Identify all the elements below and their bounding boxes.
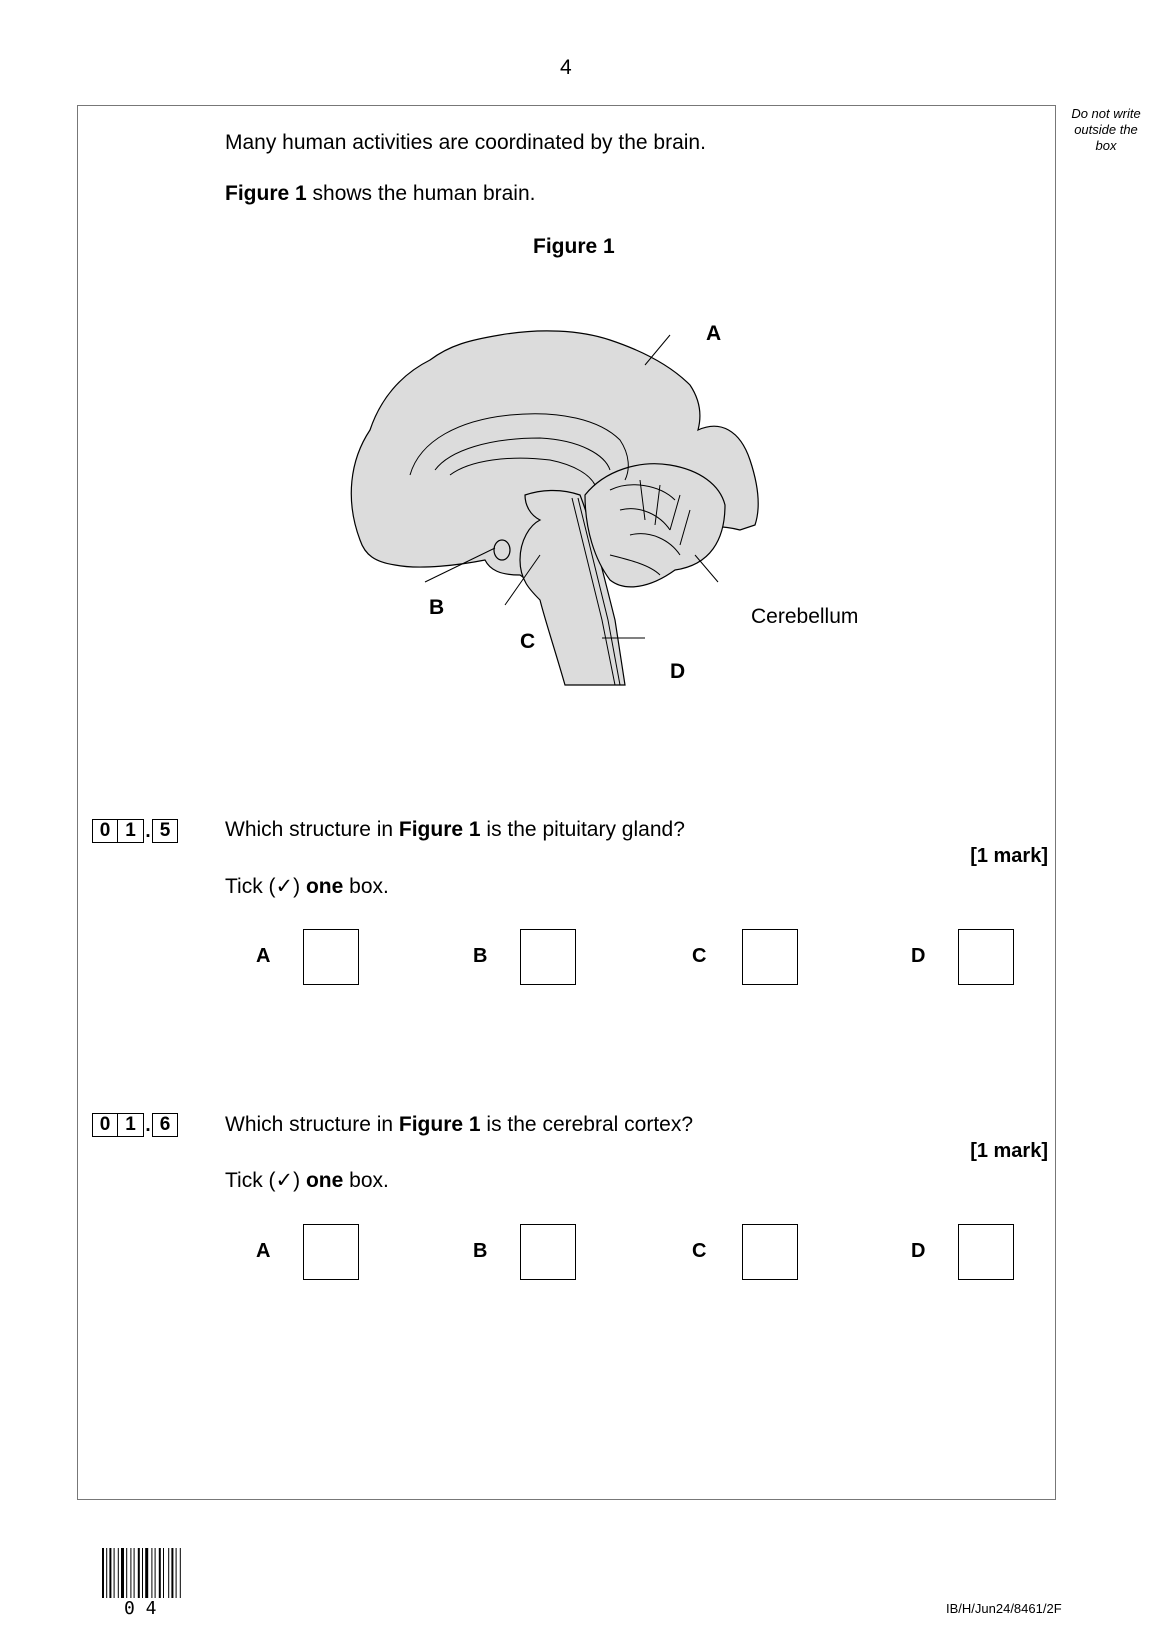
barcode-bar <box>179 1548 181 1598</box>
barcode-bar <box>102 1548 104 1598</box>
intro-figure-ref: Figure 1 shows the human brain. <box>225 182 535 206</box>
tick-pre: Tick (✓) <box>225 1169 306 1192</box>
brain-diagram <box>350 330 759 686</box>
barcode-bar <box>130 1548 132 1598</box>
barcode-bar <box>171 1548 174 1598</box>
figure-ref: Figure 1 <box>225 182 307 205</box>
question-text: Which structure in Figure 1 is the pitui… <box>225 818 685 842</box>
option-label-a: A <box>256 1240 271 1262</box>
figure-ref: Figure 1 <box>398 818 481 841</box>
barcode-bar <box>106 1548 108 1598</box>
tickbox-q6-a[interactable] <box>303 1224 359 1280</box>
barcode-icon <box>102 1548 181 1598</box>
option-label-c: C <box>692 945 707 967</box>
question-text-pre: Which structure in <box>225 818 399 841</box>
barcode-bar <box>145 1548 149 1598</box>
tickbox-q6-d[interactable] <box>958 1224 1014 1280</box>
barcode-bar <box>158 1548 161 1598</box>
brain-stem-shape <box>519 489 626 686</box>
margin-note: Do not write outside the box <box>1071 106 1141 153</box>
qnum-dot: . <box>145 821 151 842</box>
tick-instruction: Tick (✓) one box. <box>225 1168 389 1193</box>
barcode-bar <box>175 1548 177 1598</box>
option-label-b: B <box>473 1240 488 1262</box>
label-c: C <box>520 630 536 653</box>
barcode-bar <box>109 1548 112 1598</box>
paper-code: IB/H/Jun24/8461/2F <box>946 1601 1062 1616</box>
barcode-bar <box>137 1548 140 1598</box>
tickbox-q5-b[interactable] <box>520 929 576 985</box>
tickbox-q5-c[interactable] <box>742 929 798 985</box>
tickbox-q5-d[interactable] <box>958 929 1014 985</box>
tickbox-q5-a[interactable] <box>303 929 359 985</box>
marks-label: [1 mark] <box>970 845 1048 867</box>
option-label-a: A <box>256 945 271 967</box>
label-d: D <box>670 660 686 683</box>
tick-bold: one <box>305 875 344 898</box>
tick-post: box. <box>343 1169 389 1192</box>
barcode-bar <box>151 1548 153 1598</box>
option-label-d: D <box>911 1240 926 1262</box>
qnum-dot: . <box>145 1115 151 1136</box>
label-b: B <box>429 596 445 619</box>
question-number-01-6: 0 1 . 6 <box>92 1111 178 1137</box>
answer-frame <box>77 105 1056 1500</box>
qnum-digit: 5 <box>152 819 178 843</box>
qnum-digit: 0 <box>92 1113 118 1137</box>
barcode-bar <box>126 1548 128 1598</box>
label-cerebellum: Cerebellum <box>751 605 859 628</box>
tick-pre: Tick (✓) <box>225 875 306 898</box>
question-text-post: is the pituitary gland? <box>480 818 685 841</box>
tick-post: box. <box>343 875 389 898</box>
tick-bold: one <box>305 1169 344 1192</box>
page-number: 4 <box>560 56 572 79</box>
barcode-bar <box>113 1548 115 1598</box>
marks-label: [1 mark] <box>970 1140 1048 1162</box>
barcode-bar <box>133 1548 135 1598</box>
question-text: Which structure in Figure 1 is the cereb… <box>225 1113 693 1137</box>
intro-line: Many human activities are coordinated by… <box>225 131 706 154</box>
question-text-pre: Which structure in <box>225 1113 399 1136</box>
intro-figure-text: shows the human brain. <box>306 182 536 205</box>
question-number-01-5: 0 1 . 5 <box>92 817 178 843</box>
barcode-bar <box>142 1548 143 1598</box>
barcode-bar <box>117 1548 119 1598</box>
question-text-post: is the cerebral cortex? <box>480 1113 694 1136</box>
figure-ref: Figure 1 <box>398 1113 481 1136</box>
tickbox-q6-b[interactable] <box>520 1224 576 1280</box>
barcode-number: 0 4 <box>124 1598 157 1619</box>
qnum-digit: 1 <box>118 1113 144 1137</box>
option-label-d: D <box>911 945 926 967</box>
figure-title: Figure 1 <box>533 235 615 258</box>
tickbox-q6-c[interactable] <box>742 1224 798 1280</box>
qnum-digit: 6 <box>152 1113 178 1137</box>
tick-instruction: Tick (✓) one box. <box>225 874 389 899</box>
option-label-b: B <box>473 945 488 967</box>
cerebellum-shape <box>584 463 726 588</box>
barcode-bar <box>168 1548 170 1598</box>
option-label-c: C <box>692 1240 707 1262</box>
barcode-bar <box>154 1548 156 1598</box>
pituitary-shape <box>493 539 511 561</box>
qnum-digit: 1 <box>118 819 144 843</box>
qnum-digit: 0 <box>92 819 118 843</box>
barcode-bar <box>163 1548 164 1598</box>
barcode-bar <box>121 1548 124 1598</box>
label-a: A <box>706 322 722 345</box>
